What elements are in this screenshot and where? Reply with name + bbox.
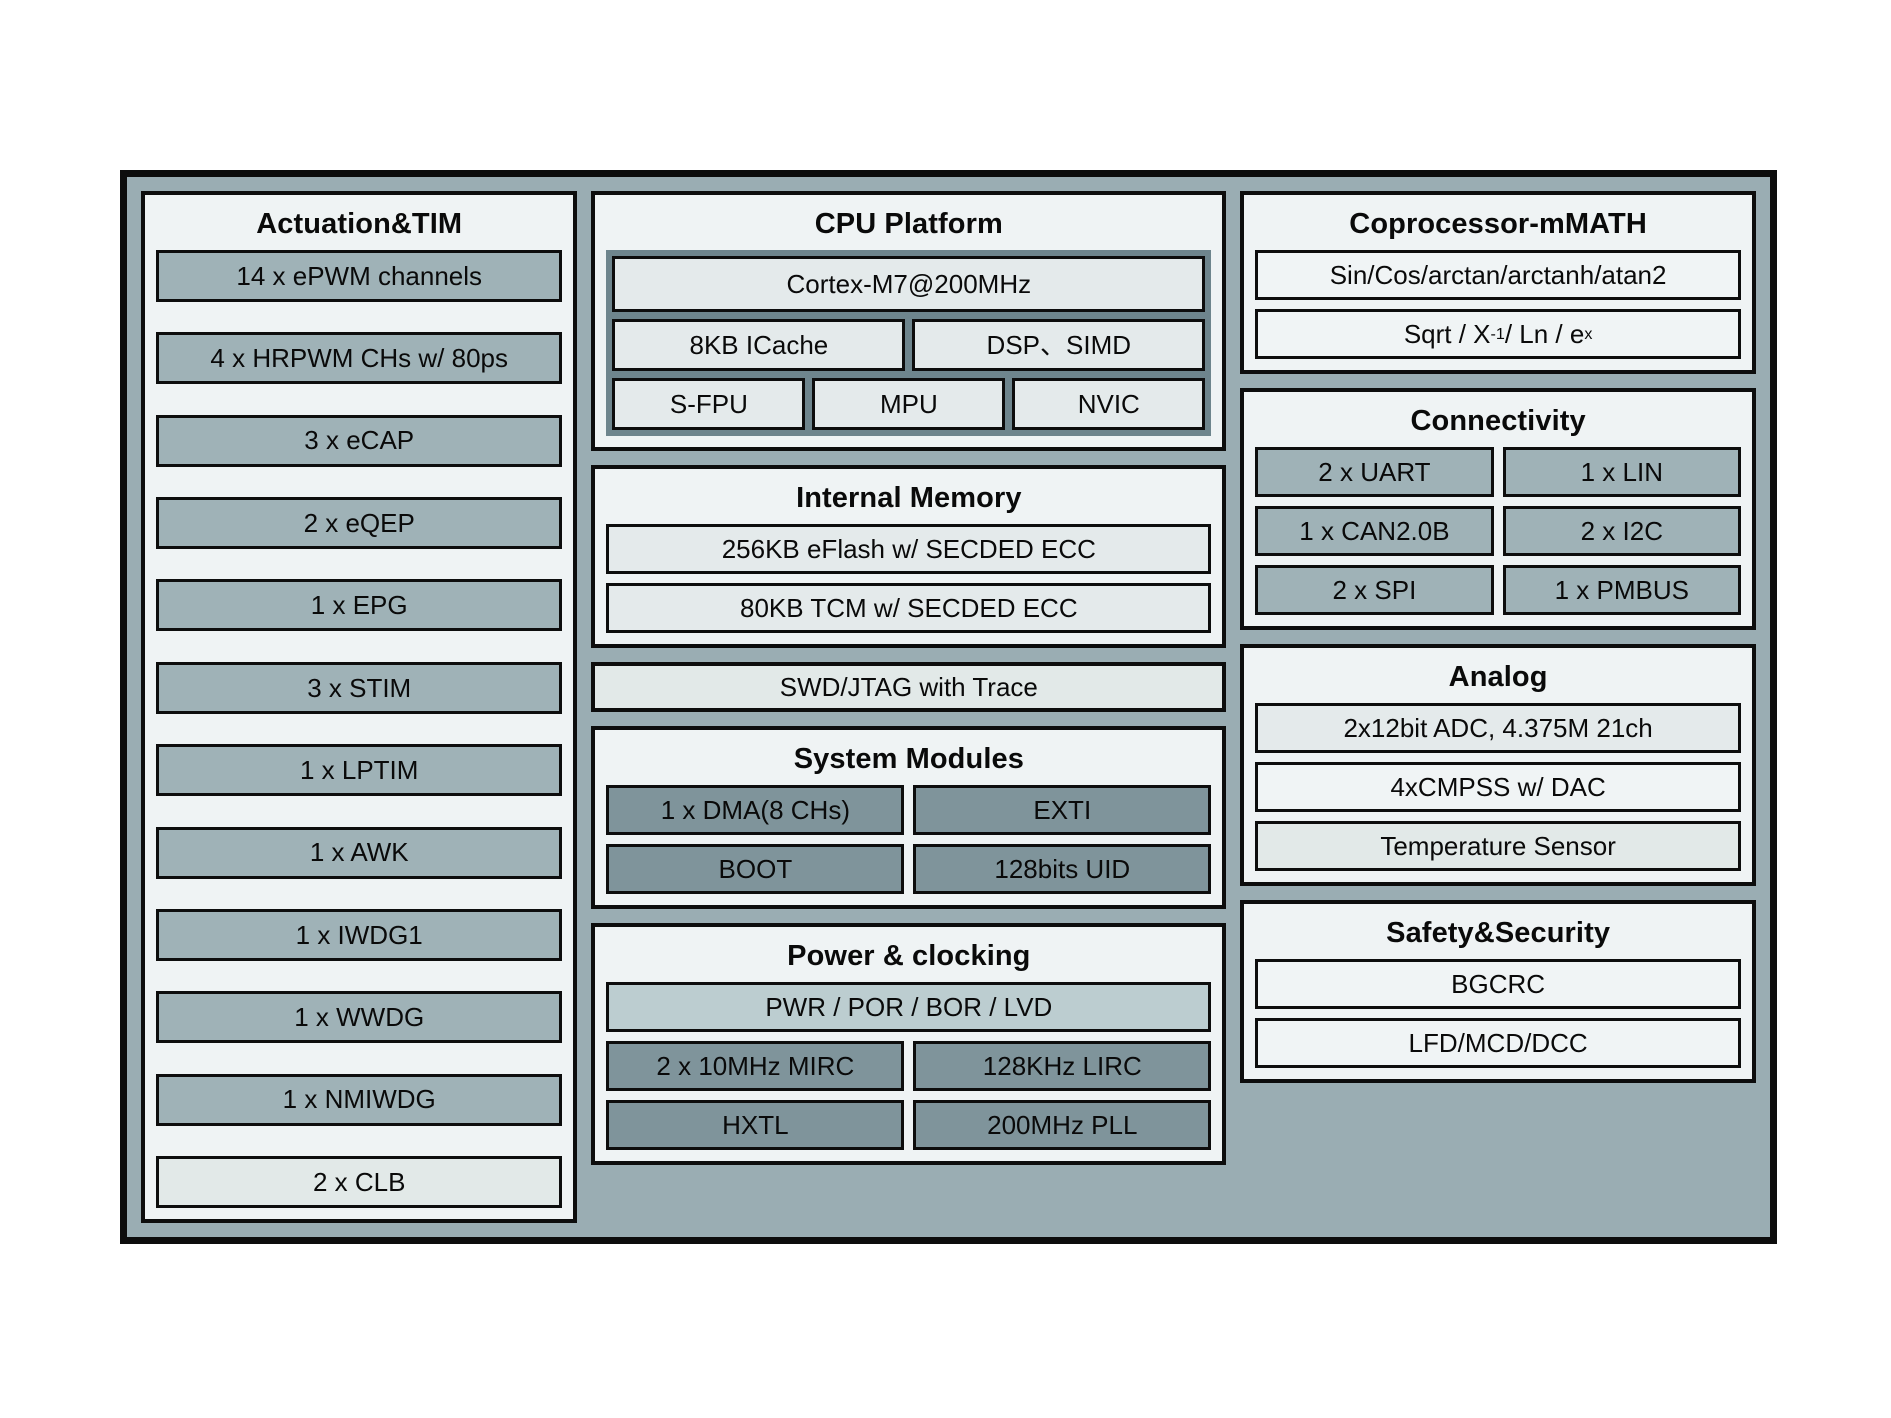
block-nvic[interactable]: NVIC [1012,378,1206,430]
chip-outer-frame: Actuation&TIM 14 x ePWM channels 4 x HRP… [120,170,1777,1244]
group-title-cpu-platform: CPU Platform [814,208,1003,240]
connectivity-row-1: 2 x UART 1 x LIN [1255,447,1741,497]
group-analog: Analog 2x12bit ADC, 4.375M 21ch 4xCMPSS … [1240,644,1756,886]
block-mirc[interactable]: 2 x 10MHz MIRC [606,1041,905,1091]
block-stim[interactable]: 3 x STIM [156,661,563,714]
block-pmbus[interactable]: 1 x PMBUS [1502,565,1741,615]
block-hrpwm-chs[interactable]: 4 x HRPWM CHs w/ 80ps [156,332,563,385]
middle-column: CPU Platform Cortex-M7@200MHz 8KB ICache… [591,191,1227,1223]
block-pll[interactable]: 200MHz PLL [913,1100,1212,1150]
connectivity-row-3: 2 x SPI 1 x PMBUS [1255,565,1741,615]
system-modules-row-2: BOOT 128bits UID [606,844,1212,894]
block-eflash[interactable]: 256KB eFlash w/ SECDED ECC [606,524,1212,574]
group-title-coprocessor: Coprocessor-mMATH [1349,208,1647,240]
block-wwdg[interactable]: 1 x WWDG [156,991,563,1044]
group-connectivity: Connectivity 2 x UART 1 x LIN 1 x CAN2.0… [1240,388,1756,630]
block-boot[interactable]: BOOT [606,844,905,894]
block-s-fpu[interactable]: S-FPU [612,378,806,430]
power-clocking-list: PWR / POR / BOR / LVD 2 x 10MHz MIRC 128… [606,982,1212,1150]
left-column: Actuation&TIM 14 x ePWM channels 4 x HRP… [141,191,578,1223]
block-exti[interactable]: EXTI [913,785,1212,835]
group-title-connectivity: Connectivity [1410,405,1586,437]
block-awk[interactable]: 1 x AWK [156,826,563,879]
block-lin[interactable]: 1 x LIN [1502,447,1741,497]
analog-list: 2x12bit ADC, 4.375M 21ch 4xCMPSS w/ DAC … [1255,703,1741,871]
block-pwr-por-bor-lvd[interactable]: PWR / POR / BOR / LVD [606,982,1212,1032]
block-trig-functions[interactable]: Sin/Cos/arctan/arctanh/atan2 [1255,250,1741,300]
block-lptim[interactable]: 1 x LPTIM [156,744,563,797]
block-adc[interactable]: 2x12bit ADC, 4.375M 21ch [1255,703,1741,753]
block-dsp-simd[interactable]: DSP、SIMD [912,319,1206,371]
block-epwm-channels[interactable]: 14 x ePWM channels [156,250,563,302]
block-tcm[interactable]: 80KB TCM w/ SECDED ECC [606,583,1212,633]
actuation-item-list: 14 x ePWM channels 4 x HRPWM CHs w/ 80ps… [156,250,563,1208]
internal-memory-list: 256KB eFlash w/ SECDED ECC 80KB TCM w/ S… [606,524,1212,633]
group-title-internal-memory: Internal Memory [796,482,1022,514]
group-internal-memory: Internal Memory 256KB eFlash w/ SECDED E… [591,465,1227,648]
block-bgcrc[interactable]: BGCRC [1255,959,1741,1009]
block-eqep[interactable]: 2 x eQEP [156,497,563,550]
group-title-system-modules: System Modules [793,743,1024,775]
cpu-row-fpu-mpu-nvic: S-FPU MPU NVIC [612,378,1206,430]
cpu-inner-frame: Cortex-M7@200MHz 8KB ICache DSP、SIMD S-F… [606,250,1212,436]
group-title-actuation: Actuation&TIM [256,208,463,240]
power-clocking-row-2: HXTL 200MHz PLL [606,1100,1212,1150]
group-coprocessor-mmath: Coprocessor-mMATH Sin/Cos/arctan/arctanh… [1240,191,1756,374]
block-swd-jtag-trace[interactable]: SWD/JTAG with Trace [591,662,1227,712]
system-modules-list: 1 x DMA(8 CHs) EXTI BOOT 128bits UID [606,785,1212,894]
safety-security-list: BGCRC LFD/MCD/DCC [1255,959,1741,1068]
block-temperature-sensor[interactable]: Temperature Sensor [1255,821,1741,871]
connectivity-list: 2 x UART 1 x LIN 1 x CAN2.0B 2 x I2C 2 x… [1255,447,1741,615]
block-cortex-m7[interactable]: Cortex-M7@200MHz [612,256,1206,312]
right-column: Coprocessor-mMATH Sin/Cos/arctan/arctanh… [1240,191,1756,1223]
cpu-row-cache-dsp: 8KB ICache DSP、SIMD [612,319,1206,371]
group-title-analog: Analog [1448,661,1548,693]
block-uart[interactable]: 2 x UART [1255,447,1494,497]
coprocessor-list: Sin/Cos/arctan/arctanh/atan2 Sqrt / X-1 … [1255,250,1741,359]
block-i2c[interactable]: 2 x I2C [1502,506,1741,556]
group-system-modules: System Modules 1 x DMA(8 CHs) EXTI BOOT … [591,726,1227,909]
block-icache[interactable]: 8KB ICache [612,319,906,371]
block-can[interactable]: 1 x CAN2.0B [1255,506,1494,556]
group-power-clocking: Power & clocking PWR / POR / BOR / LVD 2… [591,923,1227,1165]
block-lfd-mcd-dcc[interactable]: LFD/MCD/DCC [1255,1018,1741,1068]
connectivity-row-2: 1 x CAN2.0B 2 x I2C [1255,506,1741,556]
group-cpu-platform: CPU Platform Cortex-M7@200MHz 8KB ICache… [591,191,1227,451]
block-uid[interactable]: 128bits UID [913,844,1212,894]
block-clb[interactable]: 2 x CLB [156,1155,563,1208]
block-mpu[interactable]: MPU [812,378,1006,430]
block-epg[interactable]: 1 x EPG [156,579,563,632]
group-actuation-tim: Actuation&TIM 14 x ePWM channels 4 x HRP… [141,191,578,1223]
group-title-power-clocking: Power & clocking [787,940,1031,972]
block-lirc[interactable]: 128KHz LIRC [913,1041,1212,1091]
block-nmiwdg[interactable]: 1 x NMIWDG [156,1073,563,1126]
system-modules-row-1: 1 x DMA(8 CHs) EXTI [606,785,1212,835]
power-clocking-row-1: 2 x 10MHz MIRC 128KHz LIRC [606,1041,1212,1091]
group-safety-security: Safety&Security BGCRC LFD/MCD/DCC [1240,900,1756,1083]
block-spi[interactable]: 2 x SPI [1255,565,1494,615]
block-cmpss-dac[interactable]: 4xCMPSS w/ DAC [1255,762,1741,812]
block-hxtl[interactable]: HXTL [606,1100,905,1150]
block-dma[interactable]: 1 x DMA(8 CHs) [606,785,905,835]
group-title-safety-security: Safety&Security [1386,917,1611,949]
block-iwdg1[interactable]: 1 x IWDG1 [156,908,563,961]
block-ecap[interactable]: 3 x eCAP [156,414,563,467]
